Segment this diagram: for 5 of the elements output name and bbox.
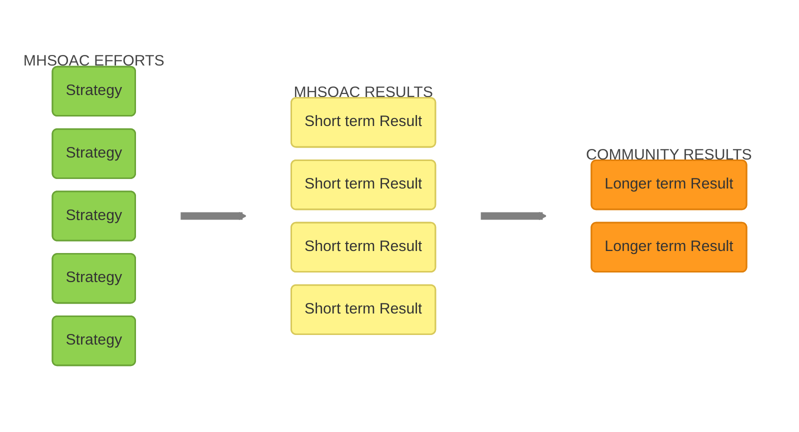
arrow <box>480 212 547 220</box>
node-text: COMMUNITY RESULTS <box>586 146 752 164</box>
arrow <box>180 212 247 220</box>
node-text: MHSOAC RESULTS <box>294 84 433 101</box>
node-text: MHSOAC EFFORTS <box>23 53 164 70</box>
